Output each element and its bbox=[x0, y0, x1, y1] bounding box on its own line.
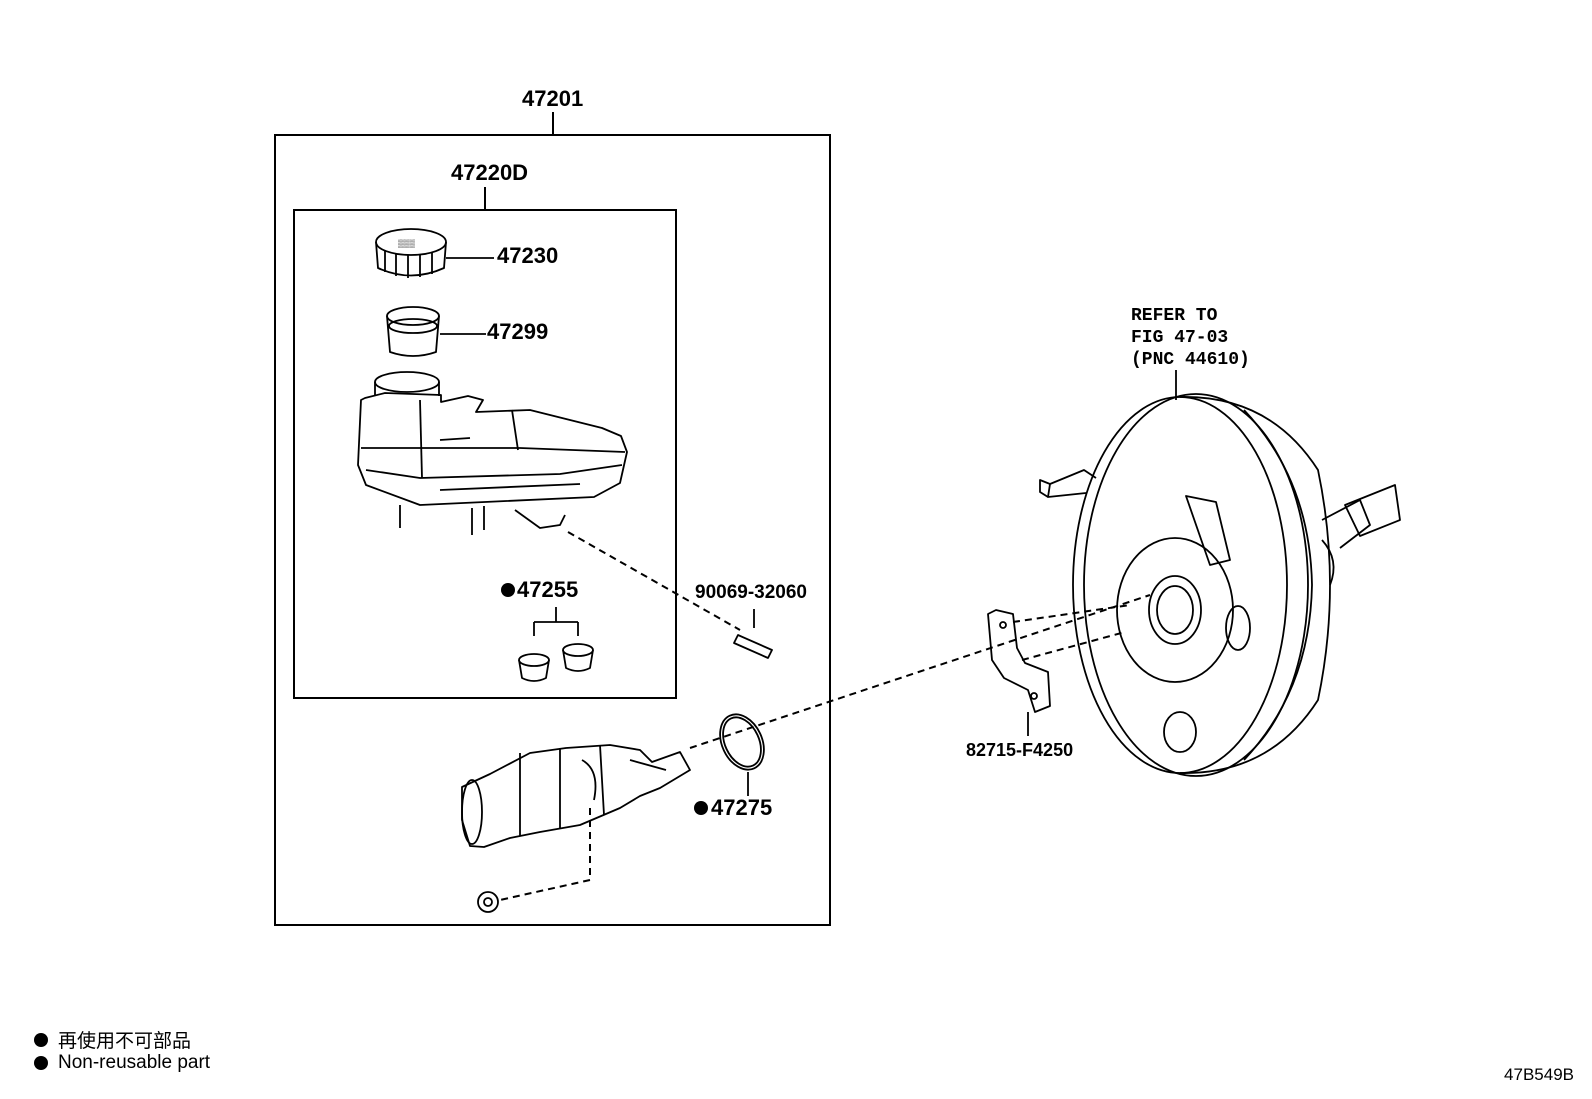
figure-code: 47B549B bbox=[1504, 1065, 1574, 1084]
refer-line-2: FIG 47-03 bbox=[1131, 328, 1228, 348]
legend-en: Non-reusable part bbox=[34, 1052, 210, 1074]
mc-booster-dash-line bbox=[689, 594, 1151, 749]
bracket-dash-line-upper bbox=[1012, 604, 1131, 623]
refer-line-1: REFER TO bbox=[1131, 306, 1218, 326]
pin-part[interactable] bbox=[733, 609, 773, 659]
label-47220D[interactable]: 47220D bbox=[451, 160, 528, 185]
bullet-icon bbox=[34, 1032, 48, 1047]
nonreusable-marker-47255 bbox=[501, 583, 515, 597]
legend-jp: 再使用不可部品 bbox=[34, 1026, 191, 1053]
label-47230[interactable]: 47230 bbox=[497, 243, 558, 268]
legend-jp-text: 再使用不可部品 bbox=[58, 1031, 192, 1052]
label-90069-32060[interactable]: 90069-32060 bbox=[695, 582, 807, 603]
label-47275[interactable]: 47275 bbox=[711, 795, 772, 820]
nonreusable-marker-47275 bbox=[694, 801, 708, 815]
legend-en-text: Non-reusable part bbox=[58, 1052, 211, 1073]
bracket-dash-line-lower bbox=[1021, 631, 1126, 661]
pin-dash-line bbox=[567, 531, 741, 631]
label-47255[interactable]: 47255 bbox=[517, 577, 578, 602]
grommet-parts[interactable] bbox=[518, 607, 594, 682]
svg-text:▒▒▒: ▒▒▒ bbox=[398, 239, 415, 248]
nut-part[interactable] bbox=[477, 891, 499, 913]
strainer-part[interactable] bbox=[386, 306, 440, 357]
bullet-icon bbox=[34, 1056, 48, 1070]
nut-dash-line-2 bbox=[499, 879, 591, 901]
bracket-part[interactable] bbox=[987, 609, 1051, 736]
reservoir-tank-part[interactable] bbox=[357, 371, 628, 535]
refer-line-3: (PNC 44610) bbox=[1131, 350, 1250, 370]
label-47201[interactable]: 47201 bbox=[522, 86, 583, 111]
master-cylinder-part[interactable] bbox=[461, 744, 691, 848]
reservoir-cap-part[interactable]: ▒▒▒ bbox=[375, 228, 447, 278]
label-47299[interactable]: 47299 bbox=[487, 319, 548, 344]
o-ring-part[interactable] bbox=[712, 707, 773, 796]
brake-booster-part[interactable] bbox=[1039, 370, 1401, 777]
label-82715-F4250[interactable]: 82715-F4250 bbox=[966, 740, 1073, 760]
reservoir-box bbox=[293, 209, 677, 699]
